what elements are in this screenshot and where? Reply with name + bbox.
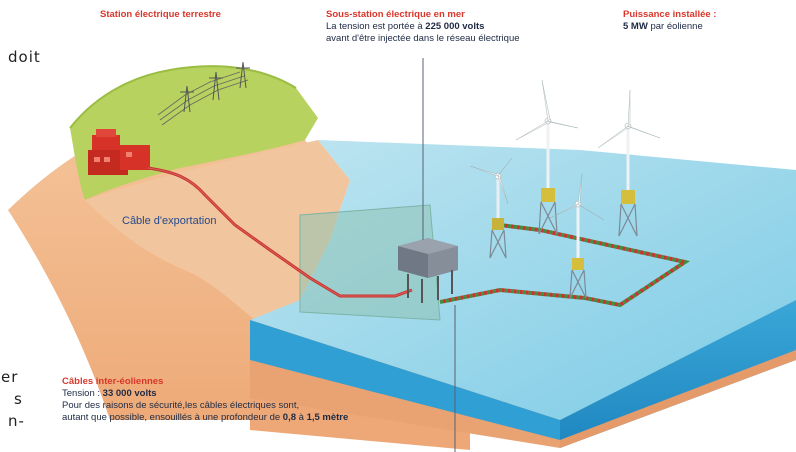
inter-array-tension: Tension : 33 000 volts <box>62 388 348 400</box>
wind-turbine <box>469 157 513 259</box>
pylon-lines <box>157 71 249 126</box>
depth-separator: à <box>296 411 307 423</box>
pylon <box>180 61 250 113</box>
inter-array-label: Câbles inter-éoliennes Tension : 33 000 … <box>62 376 348 424</box>
power-line: 5 MW par éolienne <box>623 21 716 33</box>
sea-side <box>560 300 796 448</box>
sea-front-water <box>250 320 560 440</box>
wind-turbine <box>597 89 661 237</box>
export-cable-label: Câble d'exportation <box>122 215 217 227</box>
substation-label: Sous-station électrique en mer La tensio… <box>326 9 520 45</box>
depth-max: 1,5 mètre <box>306 411 349 423</box>
text-fragment-er: er <box>1 368 19 386</box>
text-fragment-doit: doit <box>8 48 41 66</box>
power-unit-text: par éolienne <box>647 20 703 32</box>
beach <box>85 140 350 320</box>
inter-array-line3: autant que possible, ensouillés à une pr… <box>62 412 348 424</box>
substation-line1: La tension est portée à 225 000 volts <box>326 21 520 33</box>
land-station-building <box>88 129 150 175</box>
depth-text: autant que possible, ensouillés à une pr… <box>62 411 283 423</box>
depth-min: 0,8 <box>282 411 296 423</box>
inter-array-title: Câbles inter-éoliennes <box>62 376 164 387</box>
substation-voltage: 225 000 volts <box>425 20 485 32</box>
substation-title: Sous-station électrique en mer <box>326 9 465 20</box>
inter-array-line2: Pour des raisons de sécurité,les câbles … <box>62 399 300 411</box>
wind-turbine <box>515 79 579 235</box>
text-fragment-n: n- <box>8 412 25 430</box>
power-label: Puissance installée : 5 MW par éolienne <box>623 9 716 33</box>
tension-label: Tension : <box>62 387 103 399</box>
substation-line2: avant d'être injectée dans le réseau éle… <box>326 32 520 44</box>
land-station-title: Station électrique terrestre <box>100 9 221 20</box>
offshore-substation <box>398 238 458 303</box>
power-value: 5 MW <box>623 20 648 32</box>
inter-array-cable <box>439 223 691 308</box>
power-title: Puissance installée : <box>623 9 717 20</box>
wind-turbine <box>549 173 605 299</box>
text-fragment-s: s <box>14 390 23 408</box>
substation-line1-text: La tension est portée à <box>326 20 426 32</box>
tension-value: 33 000 volts <box>102 387 157 399</box>
